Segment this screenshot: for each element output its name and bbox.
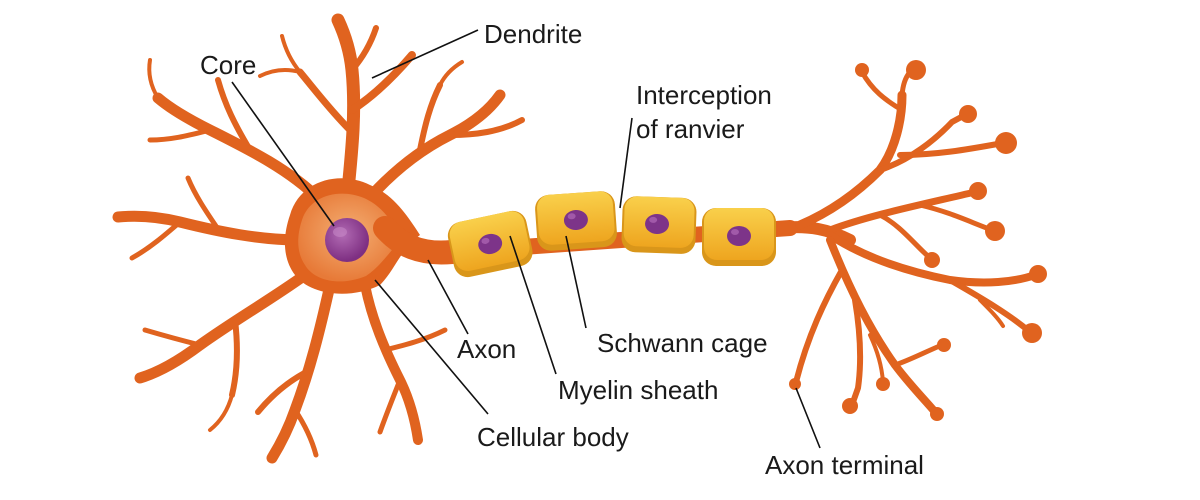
leader-interception [619, 117, 633, 209]
schwann-cell-1 [447, 210, 533, 278]
leader-schwann [565, 235, 587, 329]
label-myelin-sheath: Myelin sheath [558, 375, 718, 405]
leader-cellular-body [374, 279, 489, 415]
label-dendrite: Dendrite [484, 19, 582, 49]
schwann-cell-2 [535, 191, 617, 251]
leader-axon [427, 259, 469, 335]
schwann-cell-4 [702, 208, 776, 266]
leader-axon-terminal [795, 387, 821, 449]
label-schwann-cage: Schwann cage [597, 328, 768, 358]
label-axon: Axon [457, 334, 516, 364]
leader-dendrite [371, 29, 479, 79]
leader-myelin [509, 235, 557, 375]
terminal-bulbs [789, 60, 1047, 421]
labels: Dendrite Core Interception of ranvier Ax… [200, 19, 924, 480]
leader-lines [231, 29, 821, 449]
axon-terminals [774, 69, 1039, 416]
label-interception-line1: Interception [636, 80, 772, 110]
core-nucleus [325, 218, 369, 262]
leader-core [231, 81, 335, 227]
label-core: Core [200, 50, 256, 80]
label-axon-terminal: Axon terminal [765, 450, 924, 480]
label-interception-line2: of ranvier [636, 114, 745, 144]
schwann-cell-3 [621, 196, 697, 254]
label-cellular-body: Cellular body [477, 422, 629, 452]
dendrites [112, 13, 525, 464]
myelin-sheath [447, 191, 776, 278]
cell-body [284, 178, 420, 294]
